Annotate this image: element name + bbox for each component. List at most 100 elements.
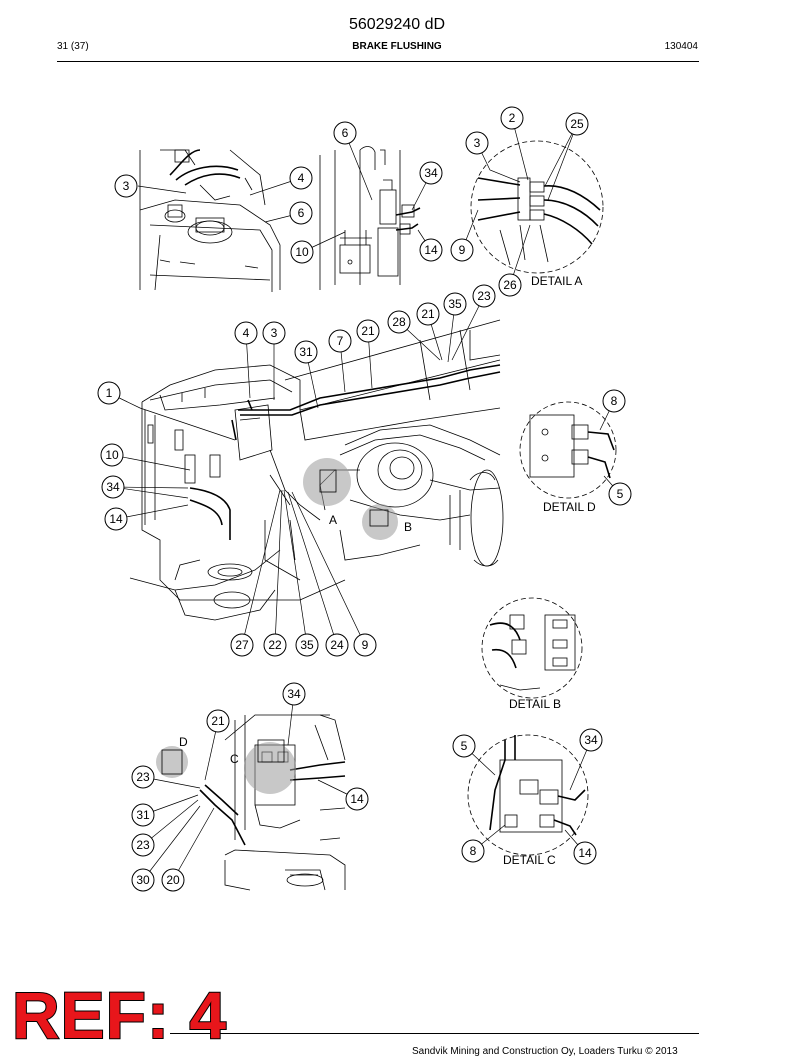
svg-text:34: 34 [584,733,598,747]
callout-34-main: 34 [101,475,125,499]
svg-text:24: 24 [330,638,344,652]
callout-35-main: 35 [443,292,467,316]
detail-d-view [519,401,617,499]
callout-20: 20 [161,868,185,892]
callout-22: 22 [263,633,287,657]
callout-21-main-b: 21 [416,302,440,326]
letter-c: C [230,752,239,766]
callout-6-lower: 6 [289,201,313,225]
svg-text:4: 4 [298,171,305,185]
callout-21-main-a: 21 [356,319,380,343]
leader-lines [108,117,621,881]
callout-31-main: 31 [294,340,318,364]
svg-text:14: 14 [109,512,123,526]
svg-text:23: 23 [136,838,150,852]
svg-text:8: 8 [470,844,477,858]
callout-28: 28 [387,310,411,334]
callout-34-lower: 34 [282,682,306,706]
callout-10-main: 10 [100,443,124,467]
svg-text:6: 6 [298,206,305,220]
callout-8-detail-d: 8 [602,389,626,413]
document-number: 56029240 dD [348,16,446,33]
section-title: BRAKE FLUSHING [352,41,442,52]
svg-text:14: 14 [424,243,438,257]
svg-text:31: 31 [136,808,150,822]
svg-text:7: 7 [337,334,344,348]
callout-25-detail-a: 25 [565,112,589,136]
svg-text:31: 31 [299,345,313,359]
callout-9-top: 9 [450,238,474,262]
page-reference: 31 (37) [57,41,89,52]
callout-3-main: 3 [262,321,286,345]
callout-14-detail-c: 14 [573,841,597,865]
callout-7: 7 [328,329,352,353]
svg-text:8: 8 [611,394,618,408]
view-valve-block [319,146,421,290]
callout-21-lower: 21 [206,709,230,733]
callout-14-top: 14 [419,238,443,262]
callout-30: 30 [131,868,155,892]
svg-text:28: 28 [392,315,406,329]
callout-24: 24 [325,633,349,657]
letter-d: D [179,735,188,749]
detail-a-label: DETAIL A [531,274,582,288]
svg-text:34: 34 [287,687,301,701]
detail-c-view [467,734,589,856]
letter-a: A [329,513,337,527]
svg-text:1: 1 [106,386,113,400]
callout-5-detail-c: 5 [452,734,476,758]
svg-text:14: 14 [578,846,592,860]
svg-text:22: 22 [268,638,282,652]
callout-23-lower-a: 23 [131,765,155,789]
callout-5-detail-d: 5 [608,482,632,506]
svg-text:35: 35 [448,297,462,311]
svg-text:3: 3 [474,136,481,150]
detail-d-label: DETAIL D [543,500,596,514]
svg-text:20: 20 [166,873,180,887]
callout-8-detail-c: 8 [461,839,485,863]
callout-14-main: 14 [104,507,128,531]
svg-text:10: 10 [105,448,119,462]
detail-b-label: DETAIL B [509,697,561,711]
svg-text:3: 3 [123,179,130,193]
svg-text:4: 4 [243,326,250,340]
svg-text:9: 9 [459,243,466,257]
callout-1: 1 [97,381,121,405]
svg-text:25: 25 [570,117,584,131]
svg-text:34: 34 [424,166,438,180]
svg-text:30: 30 [136,873,150,887]
svg-text:10: 10 [295,245,309,259]
date-code: 130404 [664,41,698,52]
callout-23-main: 23 [472,284,496,308]
callout-4-main: 4 [234,321,258,345]
callout-35-lower: 35 [295,633,319,657]
callout-26-detail-a: 26 [498,273,522,297]
callout-2-detail-a: 2 [500,106,524,130]
svg-text:5: 5 [461,739,468,753]
callout-27: 27 [230,633,254,657]
svg-text:21: 21 [361,324,375,338]
ref-stamp: REF: 4 [11,978,228,1052]
callout-34-detail-c: 34 [579,728,603,752]
svg-text:2: 2 [509,111,516,125]
callout-6-upper: 6 [333,121,357,145]
svg-text:34: 34 [106,480,120,494]
callout-23-lower-b: 23 [131,833,155,857]
svg-text:26: 26 [503,278,517,292]
svg-text:23: 23 [477,289,491,303]
callout-31-lower: 31 [131,803,155,827]
callout-14-lower: 14 [345,787,369,811]
footer-copyright: Sandvik Mining and Construction Oy, Load… [412,1046,678,1057]
svg-text:23: 23 [136,770,150,784]
svg-text:3: 3 [271,326,278,340]
callout-4-top: 4 [289,166,313,190]
detail-b-view [481,597,583,699]
svg-text:21: 21 [211,714,225,728]
svg-text:21: 21 [421,307,435,321]
letter-b: B [404,520,412,534]
detail-a-view [470,140,604,274]
svg-text:14: 14 [350,792,364,806]
svg-text:9: 9 [362,638,369,652]
callout-3-detail-a: 3 [465,131,489,155]
